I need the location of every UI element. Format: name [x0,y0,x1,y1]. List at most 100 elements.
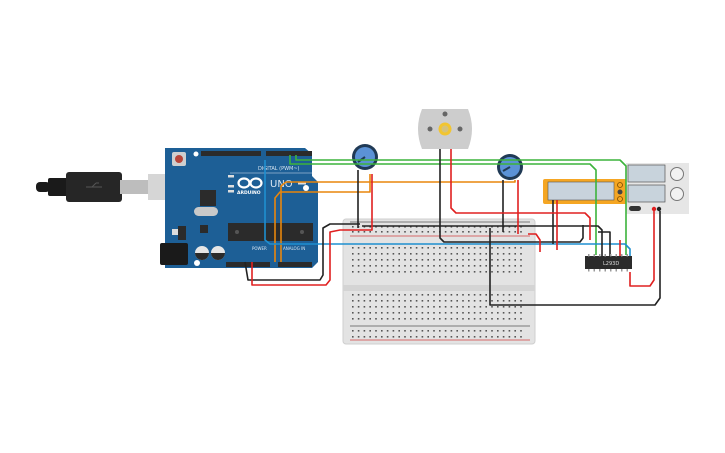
breadboard-hole[interactable] [497,300,499,302]
breadboard-hole[interactable] [514,300,516,302]
breadboard-hole[interactable] [427,253,429,255]
breadboard-hole[interactable] [514,336,516,338]
breadboard-hole[interactable] [502,247,505,249]
breadboard-hole[interactable] [392,259,395,261]
breadboard-hole[interactable] [479,318,482,320]
breadboard-hole[interactable] [468,318,470,320]
breadboard-hole[interactable] [363,253,366,255]
breadboard-hole[interactable] [491,330,493,332]
breadboard-hole[interactable] [485,300,487,302]
breadboard-hole[interactable] [369,306,371,308]
breadboard-hole[interactable] [363,294,366,296]
breadboard-hole[interactable] [410,330,412,332]
breadboard-hole[interactable] [462,265,464,267]
breadboard-hole[interactable] [398,247,400,249]
breadboard-hole[interactable] [439,265,441,267]
breadboard-hole[interactable] [410,336,412,338]
breadboard-hole[interactable] [462,294,464,296]
breadboard-hole[interactable] [450,265,453,267]
breadboard-hole[interactable] [421,271,424,273]
breadboard-hole[interactable] [473,300,476,302]
breadboard-hole[interactable] [468,265,470,267]
breadboard-hole[interactable] [381,300,383,302]
breadboard-hole[interactable] [514,265,516,267]
breadboard-hole[interactable] [468,253,470,255]
breadboard-hole[interactable] [421,318,424,320]
breadboard-hole[interactable] [427,300,429,302]
breadboard-hole[interactable] [352,253,354,255]
breadboard-hole[interactable] [427,247,429,249]
breadboard-hole[interactable] [485,330,487,332]
breadboard-hole[interactable] [352,312,354,314]
breadboard-hole[interactable] [415,265,418,267]
breadboard-hole[interactable] [491,336,493,338]
breadboard-hole[interactable] [485,231,487,233]
breadboard-hole[interactable] [514,253,516,255]
breadboard-hole[interactable] [508,318,511,320]
breadboard-hole[interactable] [357,253,360,255]
breadboard-hole[interactable] [468,312,470,314]
breadboard-hole[interactable] [427,294,429,296]
breadboard-hole[interactable] [410,318,412,320]
breadboard-hole[interactable] [439,294,441,296]
breadboard-hole[interactable] [369,231,371,233]
breadboard-hole[interactable] [491,253,493,255]
driver-ic[interactable]: L293D [585,254,632,272]
breadboard-hole[interactable] [375,253,377,255]
breadboard-hole[interactable] [456,318,458,320]
breadboard-hole[interactable] [357,318,360,320]
breadboard-hole[interactable] [421,231,424,233]
breadboard-hole[interactable] [392,253,395,255]
breadboard-hole[interactable] [352,300,354,302]
breadboard-hole[interactable] [427,312,429,314]
breadboard-hole[interactable] [415,330,418,332]
breadboard-hole[interactable] [514,231,516,233]
breadboard-hole[interactable] [392,247,395,249]
breadboard-hole[interactable] [375,265,377,267]
breadboard-hole[interactable] [462,259,464,261]
breadboard-hole[interactable] [491,265,493,267]
breadboard-hole[interactable] [473,318,476,320]
breadboard-hole[interactable] [381,318,383,320]
breadboard-hole[interactable] [352,226,354,228]
breadboard-hole[interactable] [381,271,383,273]
breadboard-hole[interactable] [502,306,505,308]
breadboard-hole[interactable] [415,312,418,314]
breadboard-hole[interactable] [450,253,453,255]
arduino-board[interactable]: DIGITAL (PWM~) ARDUINO UNO POWER AN [160,148,318,268]
breadboard-hole[interactable] [485,253,487,255]
breadboard-hole[interactable] [386,330,389,332]
breadboard-hole[interactable] [357,300,360,302]
breadboard-hole[interactable] [410,294,412,296]
breadboard-hole[interactable] [450,336,453,338]
breadboard-hole[interactable] [456,300,458,302]
breadboard-hole[interactable] [468,231,470,233]
breadboard-hole[interactable] [450,294,453,296]
breadboard-hole[interactable] [427,271,429,273]
breadboard-hole[interactable] [497,306,499,308]
breadboard-hole[interactable] [375,300,377,302]
breadboard-hole[interactable] [410,300,412,302]
breadboard-hole[interactable] [404,336,406,338]
breadboard-hole[interactable] [497,336,499,338]
breadboard-hole[interactable] [357,259,360,261]
breadboard-hole[interactable] [421,247,424,249]
breadboard-hole[interactable] [491,312,493,314]
breadboard-hole[interactable] [462,247,464,249]
breadboard-hole[interactable] [369,312,371,314]
breadboard-hole[interactable] [439,312,441,314]
breadboard-hole[interactable] [352,265,354,267]
breadboard-hole[interactable] [468,294,470,296]
breadboard-hole[interactable] [421,312,424,314]
breadboard-hole[interactable] [473,312,476,314]
breadboard-hole[interactable] [381,247,383,249]
breadboard-hole[interactable] [502,318,505,320]
breadboard-hole[interactable] [381,259,383,261]
breadboard-hole[interactable] [392,336,395,338]
breadboard-hole[interactable] [462,253,464,255]
breadboard-hole[interactable] [485,271,487,273]
breadboard-hole[interactable] [456,265,458,267]
breadboard-hole[interactable] [456,253,458,255]
breadboard-hole[interactable] [369,330,371,332]
breadboard-hole[interactable] [497,330,499,332]
